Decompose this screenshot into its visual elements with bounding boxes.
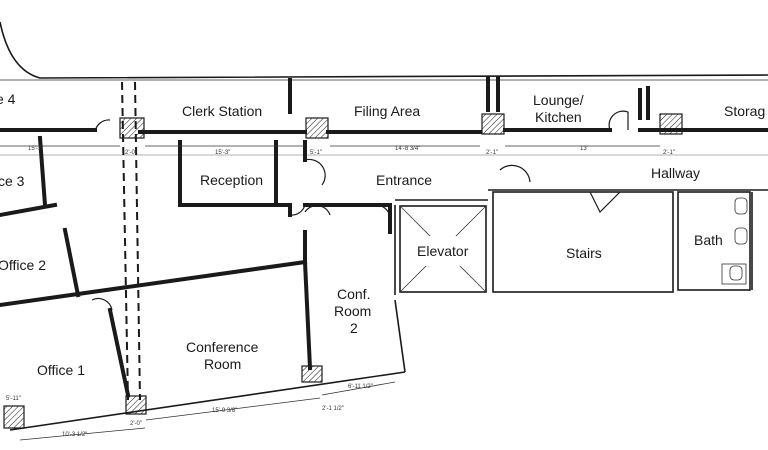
svg-text:15'-3": 15'-3" [215, 150, 230, 156]
label-storage: Storag [724, 103, 765, 119]
label-office-2: Office 2 [0, 257, 46, 273]
label-clerk-station: Clerk Station [182, 103, 262, 119]
label-stairs: Stairs [566, 245, 602, 261]
svg-text:2'-0": 2'-0" [125, 150, 137, 156]
label-elevator: Elevator [417, 243, 469, 259]
svg-text:14'-8 3/4": 14'-8 3/4" [395, 146, 420, 152]
svg-text:2'-0": 2'-0" [130, 421, 142, 427]
top-partitions [288, 76, 650, 120]
svg-text:5'-11": 5'-11" [6, 396, 21, 402]
svg-text:15'-9 3/8": 15'-9 3/8" [212, 408, 237, 414]
structural-columns [3, 113, 683, 429]
dashed-structure-line [121, 81, 141, 401]
label-hallway: Hallway [651, 165, 700, 181]
label-kitchen: Kitchen [535, 109, 582, 125]
office-partitions [0, 135, 58, 218]
label-office-4: e 4 [0, 91, 16, 107]
reception-walls [178, 140, 307, 217]
svg-text:6'-11 1/2": 6'-11 1/2" [348, 384, 373, 390]
svg-text:15'-1": 15'-1" [28, 146, 43, 152]
dimension-lines [0, 145, 660, 441]
svg-text:2'-1": 2'-1" [486, 150, 498, 156]
svg-text:5'-1": 5'-1" [310, 150, 322, 156]
label-conf-room-2-l1: Conf. [337, 286, 370, 302]
dimension-labels: 15'-1" 15'-3" 14'-8 3/4" 2'-1" 13' 2'-1"… [6, 146, 675, 438]
elevator-shaft [399, 205, 487, 293]
door-swings [91, 110, 629, 311]
entrance-walls [303, 203, 396, 295]
label-conference-l2: Room [204, 356, 241, 372]
label-bath: Bath [694, 232, 723, 248]
svg-text:2'-1": 2'-1" [663, 150, 675, 156]
label-conf-room-2-l2: Room [334, 303, 371, 319]
label-lounge: Lounge/ [533, 92, 584, 108]
stairwell [492, 191, 674, 293]
label-reception: Reception [200, 172, 263, 188]
conference-walls [0, 227, 406, 431]
bath-room [677, 191, 753, 291]
svg-text:2'-1 1/2": 2'-1 1/2" [322, 406, 344, 412]
label-office-1: Office 1 [37, 362, 85, 378]
room-labels: e 4 Clerk Station Filing Area Lounge/ Ki… [0, 91, 765, 378]
label-entrance: Entrance [376, 172, 432, 188]
label-conf-room-2-l3: 2 [350, 320, 358, 336]
label-office-3: ce 3 [0, 173, 25, 189]
top-corridor-wall [0, 128, 768, 134]
street-curve [0, 21, 768, 79]
svg-text:13': 13' [580, 146, 588, 152]
label-conference-l1: Conference [186, 339, 259, 355]
label-filing-area: Filing Area [354, 103, 420, 119]
